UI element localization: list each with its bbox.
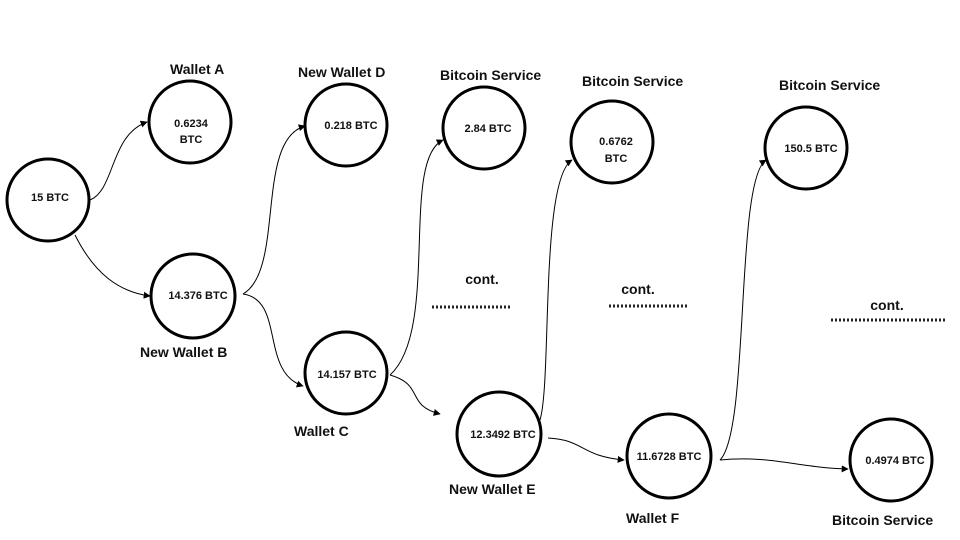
edge-start-to-wallet-b [74, 234, 151, 299]
node-service-4-label: Bitcoin Service [832, 512, 933, 528]
node-service-4-value: 0.4974 BTC [865, 455, 924, 467]
node-wallet-d-label: New Wallet D [298, 64, 385, 80]
node-wallet-e-value: 12.3492 BTC [470, 429, 535, 441]
node-wallet-a-value-line1: 0.6234 [174, 118, 209, 130]
edge-wallet-e-to-service-2 [539, 159, 573, 421]
node-wallet-b: 14.376 BTC New Wallet B [140, 252, 237, 360]
node-service-2-value-line2: BTC [605, 153, 628, 165]
node-wallet-d: New Wallet D 0.218 BTC [298, 64, 389, 168]
edge-wallet-f-to-service-4 [719, 458, 849, 473]
edge-wallet-c-to-service-1 [389, 139, 444, 376]
node-start-value: 15 BTC [31, 192, 69, 204]
node-wallet-a-value-line2: BTC [180, 134, 203, 146]
node-service-1-label: Bitcoin Service [440, 67, 541, 83]
node-wallet-e: 12.3492 BTC New Wallet E [449, 390, 543, 497]
node-wallet-b-label: New Wallet B [140, 344, 227, 360]
node-wallet-c: 14.157 BTC Wallet C [294, 330, 389, 439]
node-service-3: Bitcoin Service 150.5 BTC [763, 77, 880, 191]
edge-wallet-e-to-wallet-f [547, 437, 625, 463]
edge-wallet-b-to-wallet-d [242, 124, 306, 295]
node-start: 15 BTC [5, 157, 91, 243]
node-wallet-d-value: 0.218 BTC [324, 120, 377, 132]
node-wallet-c-label: Wallet C [294, 423, 349, 439]
node-service-1: Bitcoin Service 2.84 BTC [440, 67, 541, 171]
continuation-label-1: cont. [465, 271, 498, 287]
edge-start-to-wallet-a [89, 120, 148, 201]
node-wallet-f-value: 11.6728 BTC [637, 451, 702, 463]
node-service-3-value: 150.5 BTC [784, 143, 837, 155]
edge-wallet-f-to-service-3 [719, 159, 767, 461]
edge-wallet-c-to-wallet-e [389, 374, 441, 416]
edge-wallet-b-to-wallet-c [242, 293, 304, 388]
node-service-2-value-line1: 0.6762 [599, 136, 633, 148]
node-wallet-f-label: Wallet F [626, 510, 680, 526]
node-service-2-label: Bitcoin Service [582, 73, 683, 89]
node-wallet-a-label: Wallet A [170, 61, 224, 77]
node-service-1-value: 2.84 BTC [464, 123, 511, 135]
node-service-4: 0.4974 BTC Bitcoin Service [832, 417, 934, 528]
node-wallet-c-value: 14.157 BTC [317, 369, 376, 381]
node-wallet-e-label: New Wallet E [449, 481, 536, 497]
continuation-label-2: cont. [621, 281, 654, 297]
node-wallet-f: 11.6728 BTC Wallet F [625, 412, 713, 526]
node-service-3-label: Bitcoin Service [779, 77, 880, 93]
node-wallet-a: Wallet A 0.6234 BTC [147, 61, 233, 165]
node-service-2: Bitcoin Service 0.6762 BTC [569, 73, 683, 185]
node-wallet-b-value: 14.376 BTC [168, 290, 227, 302]
continuation-label-3: cont. [870, 297, 903, 313]
